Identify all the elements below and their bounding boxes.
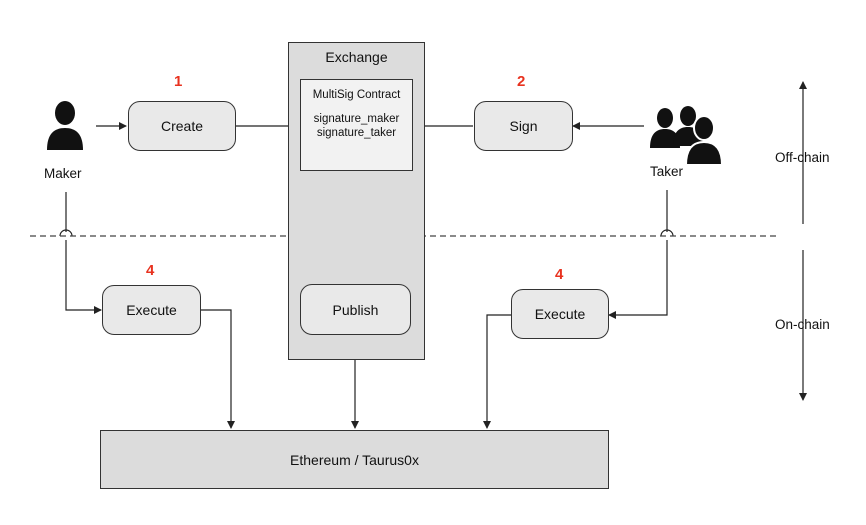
execute-node-right: Execute [511, 289, 609, 339]
contract-title: MultiSig Contract [312, 89, 401, 101]
exchange-title: Exchange [325, 49, 388, 65]
sign-node: Sign [474, 101, 573, 151]
create-node: Create [128, 101, 236, 151]
step-number-create: 1 [174, 73, 183, 90]
multisig-contract-box: MultiSig Contract signature_maker signat… [300, 79, 413, 171]
taker-label: Taker [650, 164, 684, 179]
hop-left [59, 229, 73, 237]
hop-right [660, 229, 674, 237]
publish-node: Publish [300, 284, 411, 335]
on-chain-label: On-chain [775, 317, 830, 332]
step-number-sign: 2 [517, 73, 526, 90]
arrow-execute-left-ethereum [201, 309, 235, 429]
contract-field-signature-taker: signature_taker [316, 127, 397, 139]
step-number-execute-left: 4 [146, 262, 155, 279]
maker-label: Maker [44, 166, 82, 181]
ethereum-label: Ethereum / Taurus0x [290, 451, 419, 468]
step-number-execute-right: 4 [555, 266, 564, 283]
contract-field-signature-maker: signature_maker [313, 113, 400, 125]
publish-label: Publish [332, 301, 379, 318]
ethereum-taurus0x-box: Ethereum / Taurus0x [100, 430, 609, 489]
off-chain-label: Off-chain [775, 150, 830, 165]
execute-right-label: Execute [534, 306, 586, 322]
group-icon [650, 106, 724, 166]
arrow-execute-right-ethereum [483, 314, 511, 429]
sign-label: Sign [509, 118, 538, 134]
execute-left-label: Execute [126, 302, 177, 318]
create-label: Create [160, 118, 204, 134]
person-icon [47, 101, 83, 150]
execute-node-left: Execute [102, 285, 201, 335]
